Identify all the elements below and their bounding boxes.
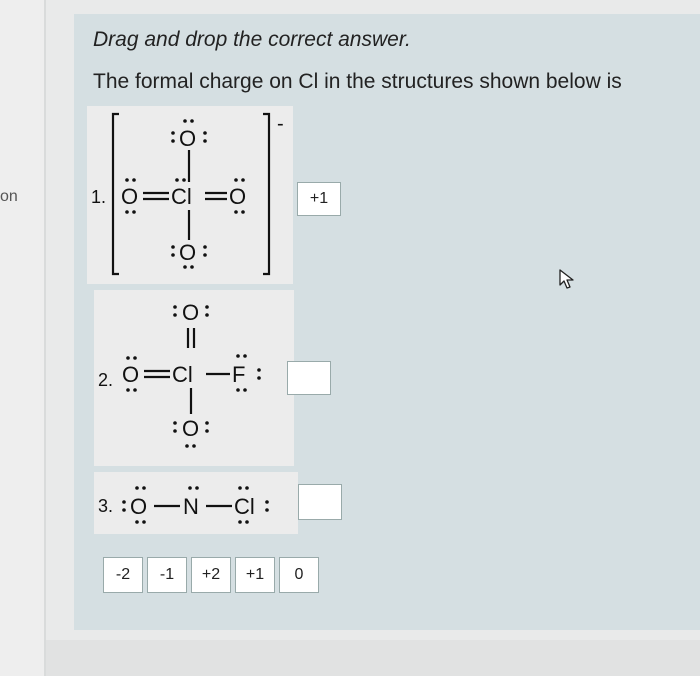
atom-right-o: O bbox=[229, 184, 246, 209]
atom-o: O bbox=[130, 494, 147, 519]
structure-1: - 1. O O Cl O O bbox=[87, 106, 293, 284]
atom-left-o: O bbox=[121, 184, 138, 209]
structure-1-number: 1. bbox=[91, 187, 106, 207]
atom-right-f: F bbox=[232, 362, 245, 387]
option-zero[interactable]: 0 bbox=[279, 557, 319, 593]
question-prompt: The formal charge on Cl in the structure… bbox=[93, 70, 622, 93]
option-plus-2[interactable]: +2 bbox=[191, 557, 231, 593]
structure-2-number: 2. bbox=[98, 370, 113, 390]
sidebar-divider bbox=[44, 0, 46, 676]
question-instruction: Drag and drop the correct answer. bbox=[93, 28, 411, 51]
atom-center-cl: Cl bbox=[171, 184, 192, 209]
atom-left-o: O bbox=[122, 362, 139, 387]
option-minus-1[interactable]: -1 bbox=[147, 557, 187, 593]
bottom-strip bbox=[46, 640, 700, 676]
answer-drop-zone-1[interactable]: +1 bbox=[297, 182, 341, 216]
answer-drop-zone-3[interactable] bbox=[298, 484, 342, 520]
structure-1-charge: - bbox=[277, 113, 284, 135]
atom-top-o: O bbox=[179, 126, 196, 151]
sidebar-text-fragment: on bbox=[0, 188, 18, 205]
atom-bottom-o: O bbox=[179, 240, 196, 265]
right-bracket bbox=[263, 112, 271, 276]
structure-3-number: 3. bbox=[98, 496, 113, 516]
atom-center-cl: Cl bbox=[172, 362, 193, 387]
mouse-pointer-icon bbox=[557, 268, 579, 295]
atom-cl: Cl bbox=[234, 494, 255, 519]
option-plus-1[interactable]: +1 bbox=[235, 557, 275, 593]
atom-top-o: O bbox=[182, 300, 199, 325]
option-minus-2[interactable]: -2 bbox=[103, 557, 143, 593]
structure-2: 2. O O Cl F O bbox=[94, 290, 294, 466]
answer-drop-zone-2[interactable] bbox=[287, 361, 331, 395]
atom-bottom-o: O bbox=[182, 416, 199, 441]
left-bracket bbox=[111, 112, 119, 276]
left-sidebar: on bbox=[0, 0, 44, 676]
structure-3: 3. O N Cl bbox=[94, 472, 298, 534]
atom-n: N bbox=[183, 494, 199, 519]
answer-options: -2 -1 +2 +1 0 bbox=[103, 557, 319, 593]
